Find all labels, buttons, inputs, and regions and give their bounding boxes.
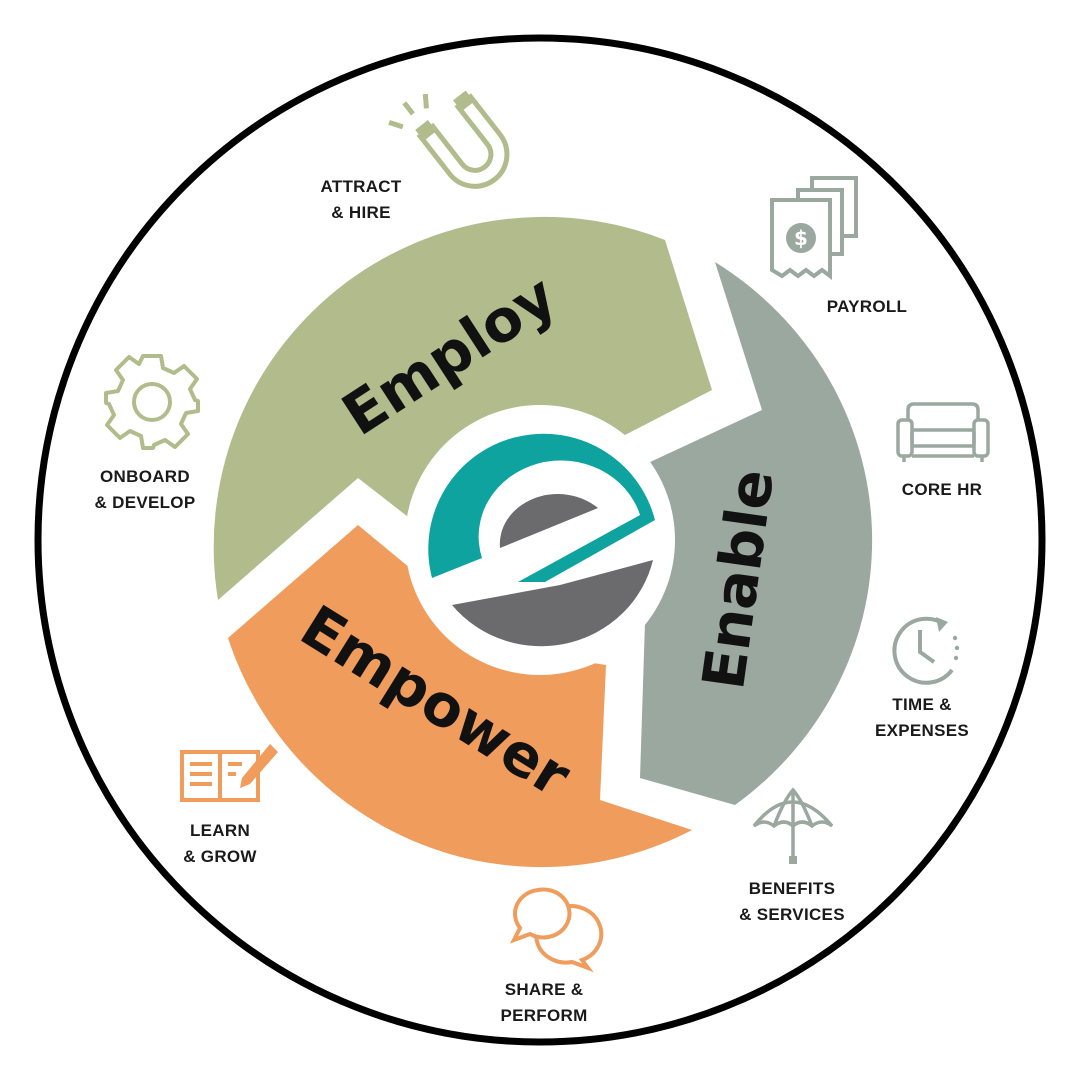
gear-icon	[104, 354, 200, 450]
speech-bubbles-icon	[509, 887, 604, 973]
sofa-icon	[896, 402, 990, 462]
umbrella-icon	[752, 787, 834, 864]
caption-attract-hire: ATTRACT & HIRE	[320, 177, 402, 222]
svg-text:$: $	[794, 226, 808, 250]
caption-time-expenses: TIME & EXPENSES	[874, 695, 970, 740]
caption-core-hr: CORE HR	[901, 480, 983, 499]
paycheck-icon: $	[770, 176, 858, 280]
caption-learn-grow: LEARN & GROW	[183, 821, 257, 866]
segment-empower	[228, 525, 692, 868]
segment-employ	[213, 216, 712, 601]
open-book-pencil-icon	[180, 744, 278, 802]
caption-payroll: PAYROLL	[826, 297, 908, 316]
caption-onboard-develop: ONBOARD & DEVELOP	[94, 467, 196, 512]
letter-e-logo-icon	[405, 405, 675, 675]
clock-icon	[892, 616, 960, 685]
caption-benefits-services: BENEFITS & SERVICES	[739, 879, 845, 924]
segment-enable	[640, 262, 873, 805]
caption-share-perform: SHARE & PERFORM	[500, 980, 588, 1025]
magnet-icon	[388, 90, 510, 189]
